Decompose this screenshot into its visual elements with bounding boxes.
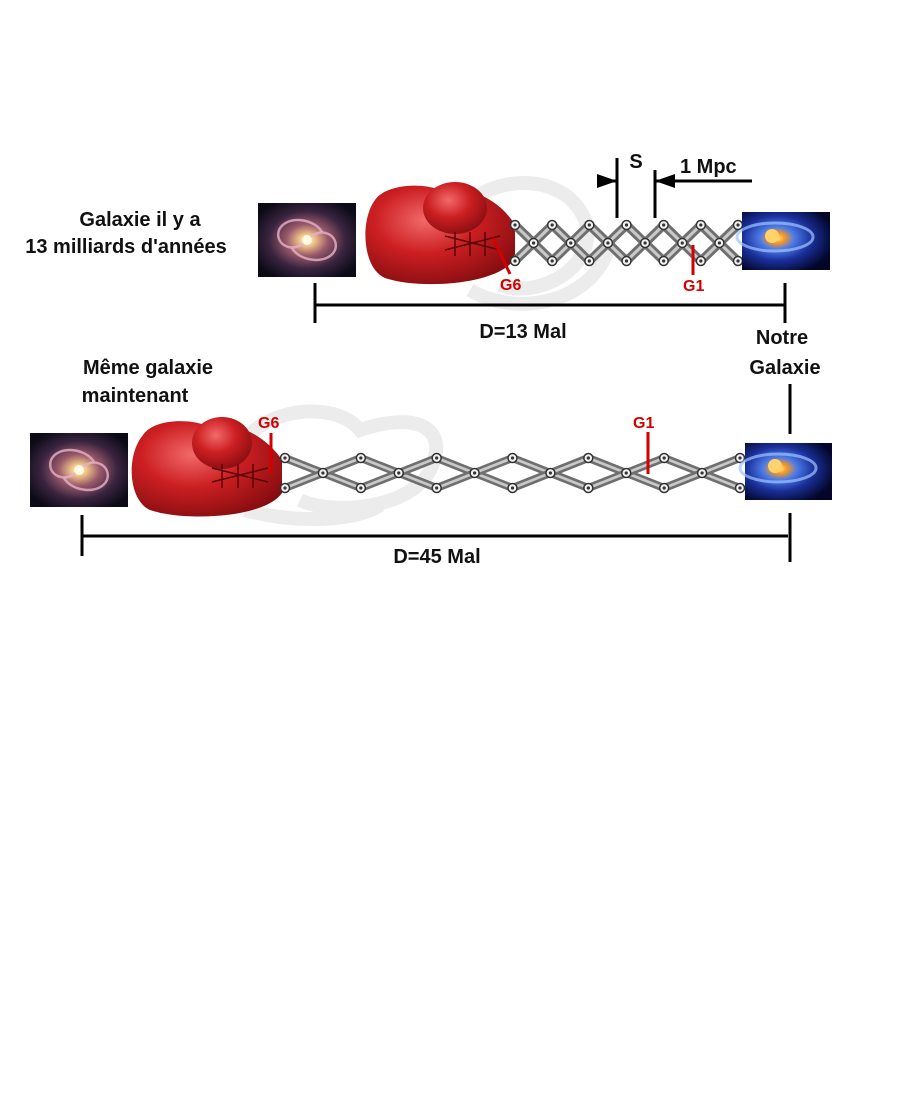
g1-label-bottom: G1: [633, 415, 654, 432]
spacing-label: S: [629, 151, 642, 173]
boxing-glove-bottom: [131, 417, 282, 517]
g1-label-top: G1: [683, 278, 704, 295]
top-galaxy-caption-line1: Galaxie il y a: [79, 209, 201, 231]
distant-galaxy-image-bottom: [30, 433, 128, 507]
bottom-galaxy-caption-line1: Même galaxie: [83, 357, 213, 379]
our-galaxy-caption-line2: Galaxie: [749, 357, 820, 379]
bottom-galaxy-caption-line2: maintenant: [82, 385, 189, 407]
g6-marker-line-top: [491, 237, 512, 275]
scissor-extender-bottom: [279, 452, 746, 494]
our-galaxy-caption-line1: Notre: [756, 327, 808, 349]
top-galaxy-caption-line2: 13 milliards d'années: [25, 236, 227, 258]
our-galaxy-image-top: [735, 212, 830, 270]
distance-label-top: D=13 Mal: [479, 321, 566, 343]
distance-label-bottom: D=45 Mal: [393, 546, 480, 568]
scale-label: 1 Mpc: [680, 156, 737, 178]
g6-label-bottom: G6: [258, 415, 279, 432]
distance-bracket-bottom: [80, 513, 792, 562]
our-galaxy-image-bottom: [738, 443, 832, 500]
boxing-glove-top: [365, 182, 515, 285]
spacing-scale-indicator: [597, 158, 752, 218]
distance-bracket-top: [313, 283, 787, 323]
scissor-extender-top: [509, 219, 744, 267]
watermark-swirl-bottom: [223, 404, 444, 527]
distant-galaxy-image-top: [258, 203, 356, 277]
g6-label-top: G6: [500, 277, 521, 294]
